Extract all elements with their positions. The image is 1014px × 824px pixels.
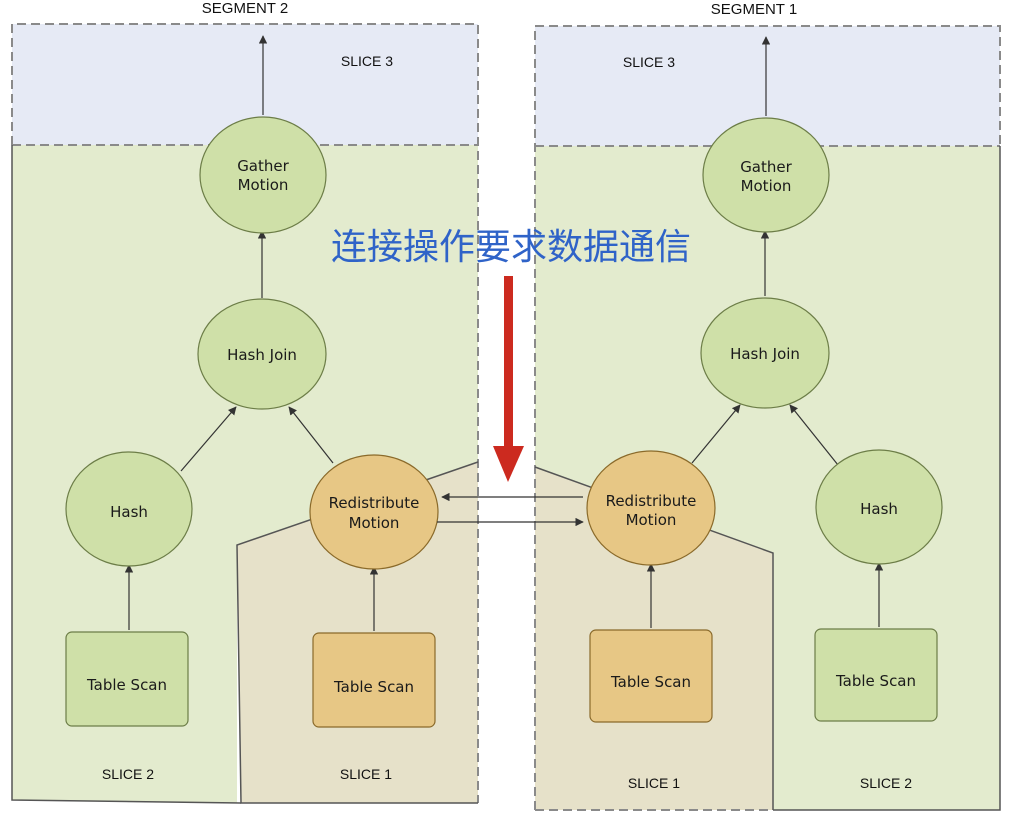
node-line: Redistribute (329, 494, 420, 512)
node-line: Motion (238, 176, 289, 194)
slice-3-label-left: SLICE 3 (341, 53, 393, 69)
node-line: Table Scan (86, 676, 167, 694)
table-scan-node-left-a: Table Scan (65, 631, 189, 727)
node-line: Motion (741, 177, 792, 195)
node-line: Hash (110, 503, 148, 521)
slice-3-region-left (12, 24, 478, 145)
segment-2: SEGMENT 2 SLICE 3 SLICE 2 SLICE 1 Gather… (11, 0, 479, 804)
slice-1-label-right: SLICE 1 (628, 775, 680, 791)
slice-2-outline-right (773, 146, 1001, 811)
segment-1: SEGMENT 1 SLICE 3 SLICE 1 SLICE 2 Gather… (534, 1, 1001, 811)
node-line: Motion (349, 514, 400, 532)
node-line: Gather (740, 158, 792, 176)
edge-hash-hashjoin-right (789, 404, 839, 466)
node-line: Gather (237, 157, 289, 175)
table-scan-node-right-a: Table Scan (589, 629, 713, 723)
segment-1-title: SEGMENT 1 (711, 1, 797, 18)
slice-3-region-right (535, 26, 1000, 146)
node-line: Table Scan (610, 673, 691, 691)
edge-redist-hashjoin-right (691, 404, 741, 464)
node-line: Hash (860, 500, 898, 518)
segment-2-border (11, 23, 479, 803)
table-scan-node-right-b: Table Scan (814, 628, 938, 722)
annotation-arrow (493, 276, 524, 482)
node-line: Motion (626, 511, 677, 529)
slice-2-label-left: SLICE 2 (102, 766, 154, 782)
hash-join-node-right: Hash Join (700, 297, 830, 409)
node-line: Table Scan (835, 672, 916, 690)
annotation-text: 连接操作要求数据通信 (331, 227, 691, 268)
slice-2-label-right: SLICE 2 (860, 775, 912, 791)
segment-1-border (534, 25, 1001, 810)
node-line: Hash Join (730, 345, 800, 363)
edge-hash-hashjoin-left (180, 406, 237, 472)
edge-redist-hashjoin-left (288, 406, 334, 464)
hash-node-left: Hash (65, 451, 193, 567)
hash-node-right: Hash (815, 449, 943, 565)
hash-join-node-left: Hash Join (197, 298, 327, 410)
node-line: Redistribute (606, 492, 697, 510)
table-scan-node-left-b: Table Scan (312, 632, 436, 728)
slice-3-label-right: SLICE 3 (623, 54, 675, 70)
node-line: Hash Join (227, 346, 297, 364)
slice-1-label-left: SLICE 1 (340, 766, 392, 782)
slice-2-outline-left (11, 145, 242, 804)
segment-2-title: SEGMENT 2 (202, 0, 288, 17)
node-line: Table Scan (333, 678, 414, 696)
